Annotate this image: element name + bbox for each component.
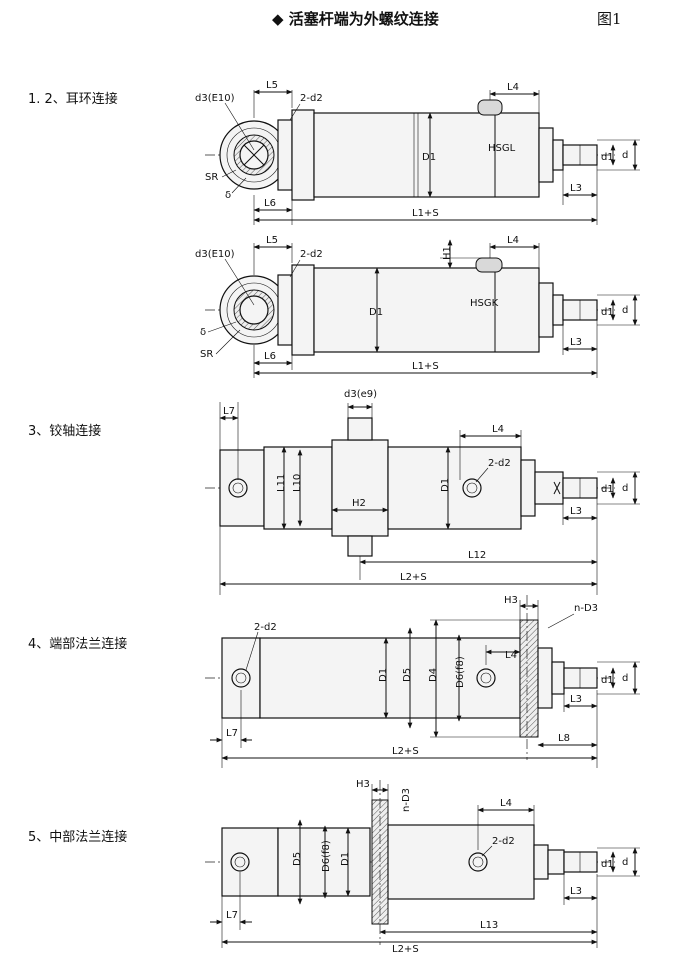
dimension-label: 2-d2 xyxy=(300,249,323,260)
dimension-label: D1 xyxy=(340,852,351,866)
dimension-label: L3 xyxy=(570,694,582,705)
dimension-label: L3 xyxy=(570,506,582,517)
section-label-mid-flange: 5、中部法兰连接 xyxy=(28,830,128,845)
dimension-label: L5 xyxy=(266,235,278,246)
dimension-label: L8 xyxy=(558,733,570,744)
dimension-label: D6(f8) xyxy=(455,656,466,688)
dimension-label: L4 xyxy=(492,424,504,435)
dimension-label: d1 xyxy=(601,484,614,495)
dimension-label: 2-d2 xyxy=(254,622,277,633)
dimension-label: n-D3 xyxy=(401,788,412,812)
dimension-label: L7 xyxy=(226,728,238,739)
dimension-label: d1 xyxy=(601,152,614,163)
dimension-label: d3(e9) xyxy=(344,389,377,400)
dimension-label: L3 xyxy=(570,886,582,897)
dimension-label: δ xyxy=(200,327,206,338)
dimension-label: d1 xyxy=(601,859,614,870)
dimension-label: L2+S xyxy=(400,572,427,583)
dimension-label: D5 xyxy=(402,668,413,682)
cylinder-drawing-hsgk: L5 L6 L1+S L4 H1 L3 d1 d D1 HSGK d3(E10)… xyxy=(195,235,640,378)
dimension-label: L3 xyxy=(570,183,582,194)
dimension-label: L12 xyxy=(468,550,486,561)
dimension-label: L4 xyxy=(507,82,519,93)
dimension-label: HSGK xyxy=(470,298,499,309)
dimension-label: d xyxy=(622,305,628,316)
dimension-label: H3 xyxy=(504,595,518,606)
dimension-label: HSGL xyxy=(488,143,516,154)
dimension-label: δ xyxy=(225,190,231,201)
dimension-label: d1 xyxy=(601,307,614,318)
dimension-label: L7 xyxy=(223,406,235,417)
cylinder-drawing-hsgl: L5 L6 L1+S L4 L3 d1 d D1 HSGL d3(E10) 2-… xyxy=(195,80,640,225)
dimension-label: L2+S xyxy=(392,746,419,757)
dimension-label: L13 xyxy=(480,920,498,931)
dimension-label: D1 xyxy=(369,307,383,318)
figure-label: 图1 xyxy=(597,10,622,28)
dimension-label: d xyxy=(622,150,628,161)
dimension-label: D1 xyxy=(422,152,436,163)
dimension-label: L3 xyxy=(570,337,582,348)
dimension-label: 2-d2 xyxy=(300,93,323,104)
dimension-label: d1 xyxy=(601,675,614,686)
dimension-label: d xyxy=(622,857,628,868)
dimension-label: L4 xyxy=(500,798,512,809)
section-label-end-flange: 4、端部法兰连接 xyxy=(28,637,128,652)
dimension-label: L6 xyxy=(264,198,276,209)
dimension-label: d3(E10) xyxy=(195,93,235,104)
dimension-label: H1 xyxy=(442,246,453,260)
cylinder-drawing-trunnion: L7 d3(e9) L4 2-d2 L11 L10 H2 D1 L3 d1 d … xyxy=(205,389,640,595)
dimension-label: D6(f8) xyxy=(321,840,332,872)
dimension-label: L4 xyxy=(505,650,517,661)
section-label-trunnion: 3、铰轴连接 xyxy=(28,424,102,439)
dimension-label: d xyxy=(622,673,628,684)
section-label-earring: 1. 2、耳环连接 xyxy=(28,92,118,107)
cylinder-drawing-end-flange: H3 n-D3 2-d2 D1 D5 D4 D6(f8) L4 L3 d1 d … xyxy=(205,595,640,768)
dimension-label: D5 xyxy=(292,852,303,866)
dimension-label: L11 xyxy=(276,474,287,492)
dimension-label: n-D3 xyxy=(574,603,598,614)
dimension-label: L6 xyxy=(264,351,276,362)
dimension-label: d3(E10) xyxy=(195,249,235,260)
cylinder-drawing-mid-flange: H3 n-D3 L4 2-d2 D5 D6(f8) D1 L3 d1 d L7 … xyxy=(205,779,640,955)
dimension-label: d xyxy=(622,483,628,494)
dimension-label: D4 xyxy=(428,668,439,682)
dimension-label: H3 xyxy=(356,779,370,790)
dimension-label: H2 xyxy=(352,498,366,509)
dimension-label: L10 xyxy=(292,474,303,492)
dimension-label: D1 xyxy=(378,668,389,682)
dimension-label: L7 xyxy=(226,910,238,921)
dimension-label: L5 xyxy=(266,80,278,91)
dimension-label: SR xyxy=(200,349,213,360)
dimension-label: L1+S xyxy=(412,361,439,372)
dimension-label: D1 xyxy=(440,478,451,492)
dimension-label: SR xyxy=(205,172,218,183)
dimension-label: L2+S xyxy=(392,944,419,955)
page-title: ◆ 活塞杆端为外螺纹连接 xyxy=(272,10,439,28)
dimension-label: 2-d2 xyxy=(488,458,511,469)
dimension-label: 2-d2 xyxy=(492,836,515,847)
dimension-label: L4 xyxy=(507,235,519,246)
dimension-label: L1+S xyxy=(412,208,439,219)
